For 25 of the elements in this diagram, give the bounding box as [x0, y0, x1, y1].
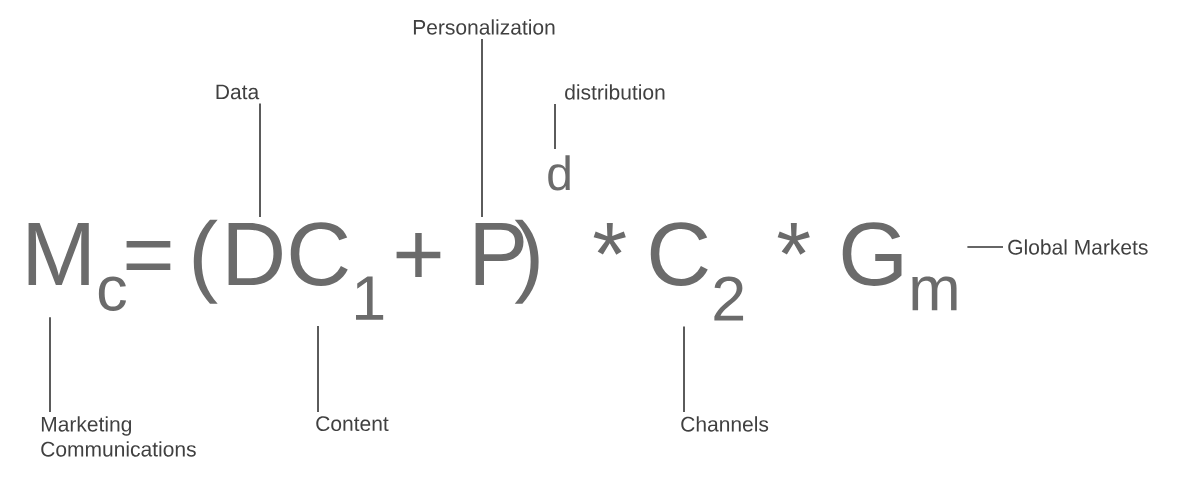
leader-line	[966, 246, 1004, 248]
annotation-label: Content	[316, 416, 389, 432]
operator-symbol: (	[193, 219, 218, 304]
formula-symbol: G$_{m}$	[842, 222, 957, 311]
operator-symbol: =	[126, 240, 171, 270]
formula-symbol: D	[228, 223, 282, 285]
formula-symbol: C$_{1}$	[290, 222, 384, 320]
leader-line	[259, 102, 261, 218]
operator-symbol: *	[593, 223, 626, 255]
annotation-label: Global Markets	[1008, 239, 1148, 255]
formula-symbol: M$_{c}$	[28, 223, 126, 311]
annotation-label: distribution	[565, 84, 665, 100]
annotation-label: Data	[216, 84, 260, 100]
leader-line	[481, 38, 483, 218]
leader-line	[49, 316, 51, 413]
operator-symbol: *	[777, 223, 810, 255]
annotation-label: Channels	[681, 416, 769, 432]
formula-symbol: d	[548, 155, 570, 191]
formula-symbol: C$_{2}$	[650, 222, 744, 321]
leader-line	[683, 325, 685, 413]
annotation-label: Marketing Communications	[41, 416, 196, 457]
annotation-label: Personalization	[413, 19, 555, 35]
leader-line	[554, 103, 556, 150]
leader-line	[317, 325, 319, 413]
operator-symbol: +	[396, 233, 441, 278]
